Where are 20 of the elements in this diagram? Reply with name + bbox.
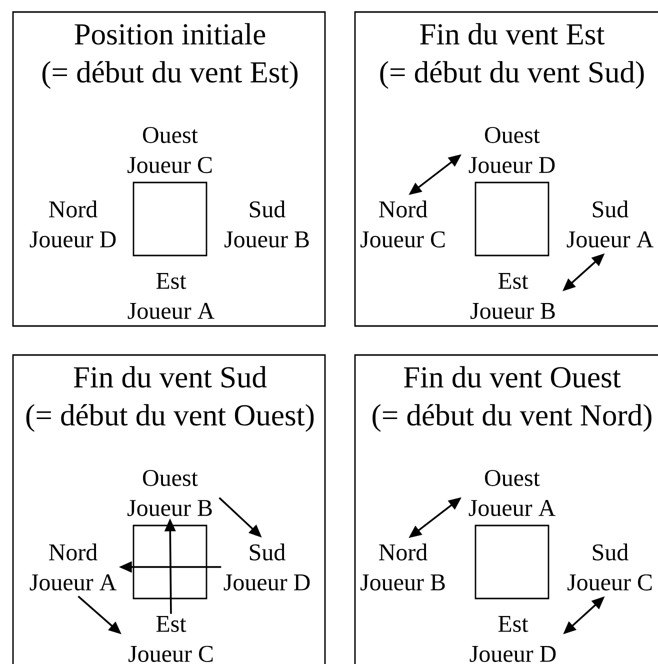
seat-label: Nord Joueur B (360, 544, 445, 590)
seat-label: Nord Joueur D (30, 200, 116, 248)
seat-label: Est Joueur D (470, 616, 556, 662)
seat-label: Est Joueur A (128, 273, 214, 319)
seat-label: Sud Joueur B (224, 200, 309, 248)
panel-title: Fin du vent Ouest (= début du vent Nord) (372, 366, 652, 432)
panel-title: Fin du vent Sud (= début du vent Ouest) (26, 366, 314, 432)
seat-label: Sud Joueur D (224, 544, 310, 590)
panel-title: Fin du vent Est (= début du vent Sud) (380, 23, 644, 89)
panel-title: Position initiale (= début du vent Est) (42, 23, 298, 89)
seat-label: Ouest Joueur A (468, 470, 556, 516)
seat-label: Nord Joueur C (360, 200, 445, 248)
seat-label: Nord Joueur A (30, 544, 116, 590)
seat-label: Sud Joueur C (568, 544, 652, 590)
seat-label: Est Joueur B (470, 273, 555, 319)
seat-label: Ouest Joueur D (468, 126, 555, 174)
seat-label: Est Joueur C (128, 616, 213, 662)
seat-label: Ouest Joueur C (128, 126, 212, 174)
seat-label: Ouest Joueur B (128, 470, 212, 516)
seat-label: Sud Joueur A (566, 200, 654, 248)
